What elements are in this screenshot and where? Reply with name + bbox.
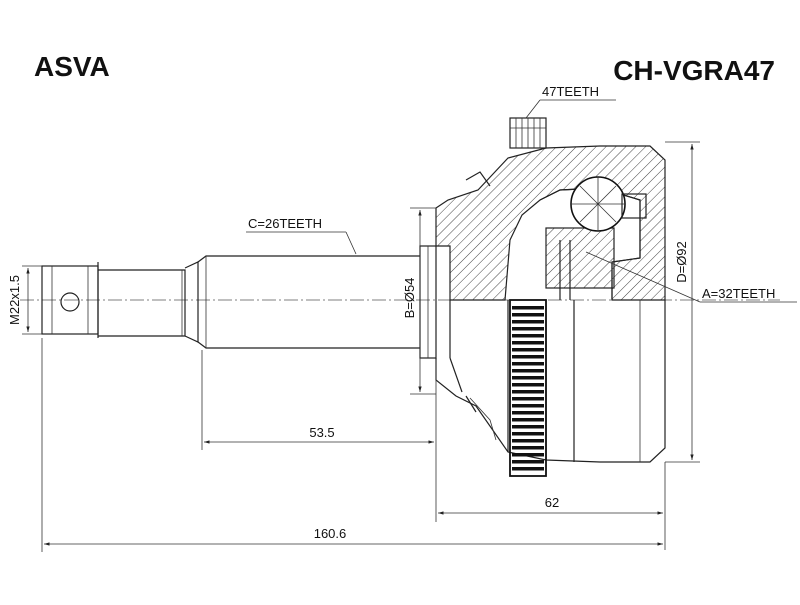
- housing-exterior: [435, 300, 666, 463]
- dia-b-label: B=Ø54: [402, 278, 417, 319]
- abs-ring-tooth: [512, 320, 544, 324]
- abs-ring-tooth: [512, 348, 544, 352]
- abs-ring-tooth: [512, 390, 544, 394]
- spline-a-callout: A=32TEETH: [585, 251, 797, 303]
- abs-ring-tooth: [512, 376, 544, 380]
- spline-a-label: A=32TEETH: [702, 286, 775, 301]
- abs-ring-tooth: [512, 404, 544, 408]
- abs-ring-tooth: [512, 369, 544, 373]
- abs-ring-tooth: [512, 355, 544, 359]
- abs-ring-tooth: [512, 446, 544, 450]
- dia-d-label: D=Ø92: [674, 241, 689, 283]
- part-number-title: CH-VGRA47: [613, 55, 775, 86]
- abs-ring-tooth: [512, 425, 544, 429]
- threaded-end: [41, 262, 99, 338]
- abs-ring-tooth: [512, 362, 544, 366]
- cotter-pin-hole: [60, 292, 80, 312]
- spline-c-label: C=26TEETH: [248, 216, 322, 231]
- spline-c-callout: C=26TEETH: [246, 216, 357, 255]
- housing-length-dimension: 62: [435, 450, 666, 550]
- housing-length-label: 62: [545, 495, 559, 510]
- thread-label: M22x1.5: [7, 275, 22, 325]
- dia-b-dimension: B=Ø54: [402, 207, 436, 395]
- dia-d-dimension: D=Ø92: [665, 141, 700, 463]
- stem-length-dimension: 53.5: [201, 350, 437, 450]
- boot-clamp-bottom: [465, 395, 477, 413]
- abs-ring-tooth: [512, 327, 544, 331]
- abs-ring-tooth: [512, 453, 544, 457]
- brand-title: ASVA: [34, 51, 110, 82]
- abs-ring-tooth: [512, 313, 544, 317]
- abs-teeth-label: 47TEETH: [542, 84, 599, 99]
- abs-ring-tooth: [512, 460, 544, 464]
- abs-ring-tooth: [512, 411, 544, 415]
- abs-ring-tooth: [512, 432, 544, 436]
- abs-ring-tooth: [512, 397, 544, 401]
- abs-teeth-callout: 47TEETH: [525, 84, 616, 119]
- abs-ring-tooth: [512, 418, 544, 422]
- boot-clamp-top: [465, 171, 491, 187]
- abs-ring-tooth: [512, 439, 544, 443]
- abs-ring-tooth: [512, 341, 544, 345]
- abs-ring-tooth: [512, 383, 544, 387]
- stem-body: [197, 245, 437, 359]
- thread-dimension: M22x1.5: [7, 265, 42, 335]
- abs-ring-tooth: [512, 467, 544, 471]
- abs-ring-tooth: [512, 334, 544, 338]
- spline-shaft: [98, 261, 199, 343]
- inner-race: [545, 176, 647, 300]
- overall-length-dimension: 160.6: [41, 338, 663, 552]
- overall-length-label: 160.6: [314, 526, 347, 541]
- abs-ring: [509, 299, 547, 477]
- stem-length-label: 53.5: [309, 425, 334, 440]
- abs-ring-tooth: [512, 306, 544, 310]
